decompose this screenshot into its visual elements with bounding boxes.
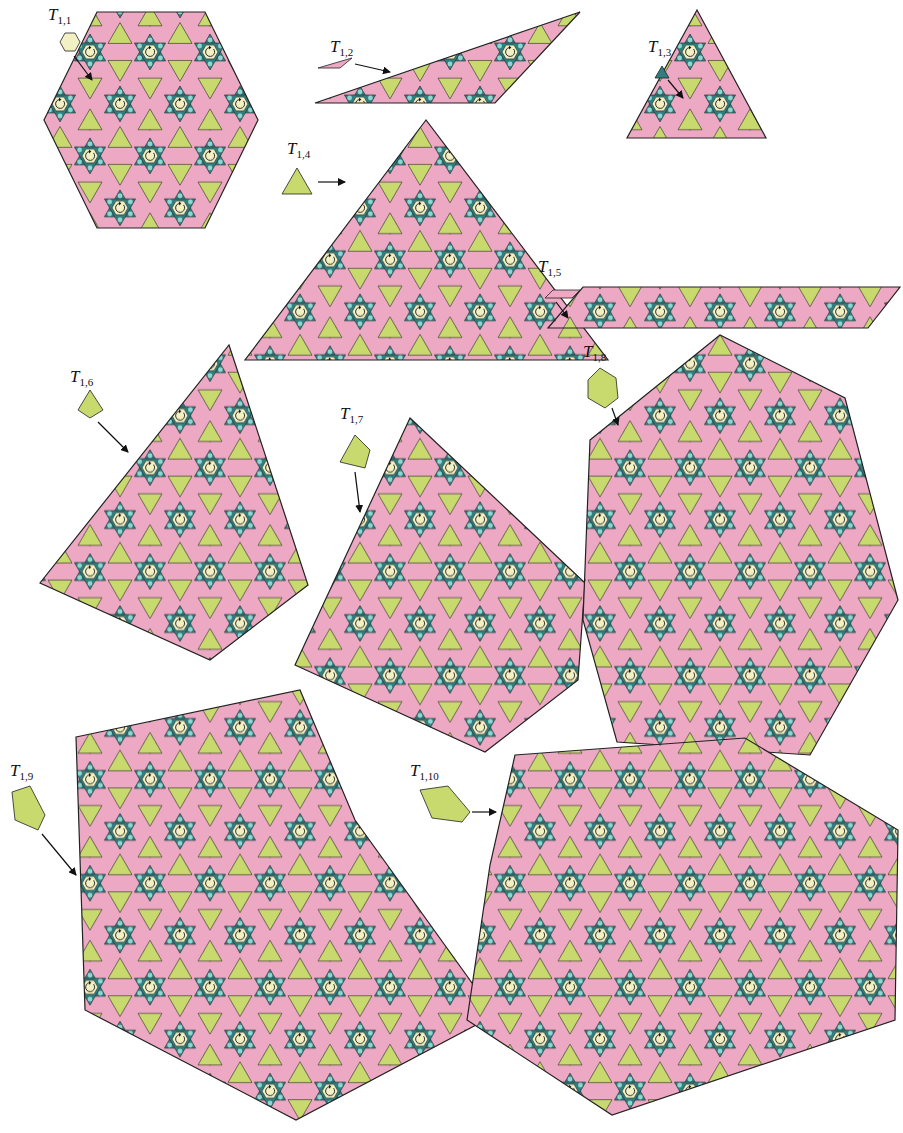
tile-label: T1,3	[648, 38, 671, 58]
leader-arrow	[612, 408, 618, 425]
tile-label: T1,7	[340, 405, 363, 425]
leader-arrow	[355, 64, 390, 72]
thumbnail	[318, 58, 352, 68]
tile-parallelogram	[548, 287, 900, 328]
leader-arrow	[472, 811, 496, 812]
tile-label: T1,1	[48, 6, 71, 26]
leader-arrow	[318, 181, 345, 182]
leader-arrow	[556, 302, 568, 318]
leader-arrow	[98, 422, 128, 452]
leader-arrow	[74, 56, 92, 80]
tile-label: T1,6	[70, 368, 93, 388]
tile-kite	[40, 345, 308, 660]
thumbnail	[282, 168, 312, 194]
tile-label: T1,10	[410, 762, 439, 782]
tile-label: T1,9	[10, 762, 33, 782]
tile-hexagon-large	[76, 690, 495, 1120]
thumbnail	[545, 290, 580, 298]
leader-arrow	[355, 472, 360, 512]
thumbnail	[60, 33, 80, 51]
thumbnail	[588, 368, 618, 408]
tile-label: T1,5	[538, 258, 561, 278]
tile-heptagon	[583, 335, 898, 755]
leader-arrow	[668, 80, 683, 98]
tile-label: T1,8	[583, 343, 606, 363]
tile-pentagon	[295, 418, 585, 752]
thumbnail	[655, 66, 669, 78]
thumbnail	[78, 390, 103, 418]
tile-hexagon	[44, 12, 258, 228]
tile-hexagon-wide	[467, 738, 898, 1115]
tile-small-triangle	[627, 10, 766, 138]
tile-label: T1,2	[330, 38, 353, 58]
thumbnail	[420, 786, 470, 822]
tile-label: T1,4	[287, 140, 310, 160]
tile-thin-triangle	[315, 12, 580, 103]
thumbnail	[12, 786, 45, 830]
thumbnail	[340, 435, 370, 468]
leader-arrow	[42, 834, 76, 875]
